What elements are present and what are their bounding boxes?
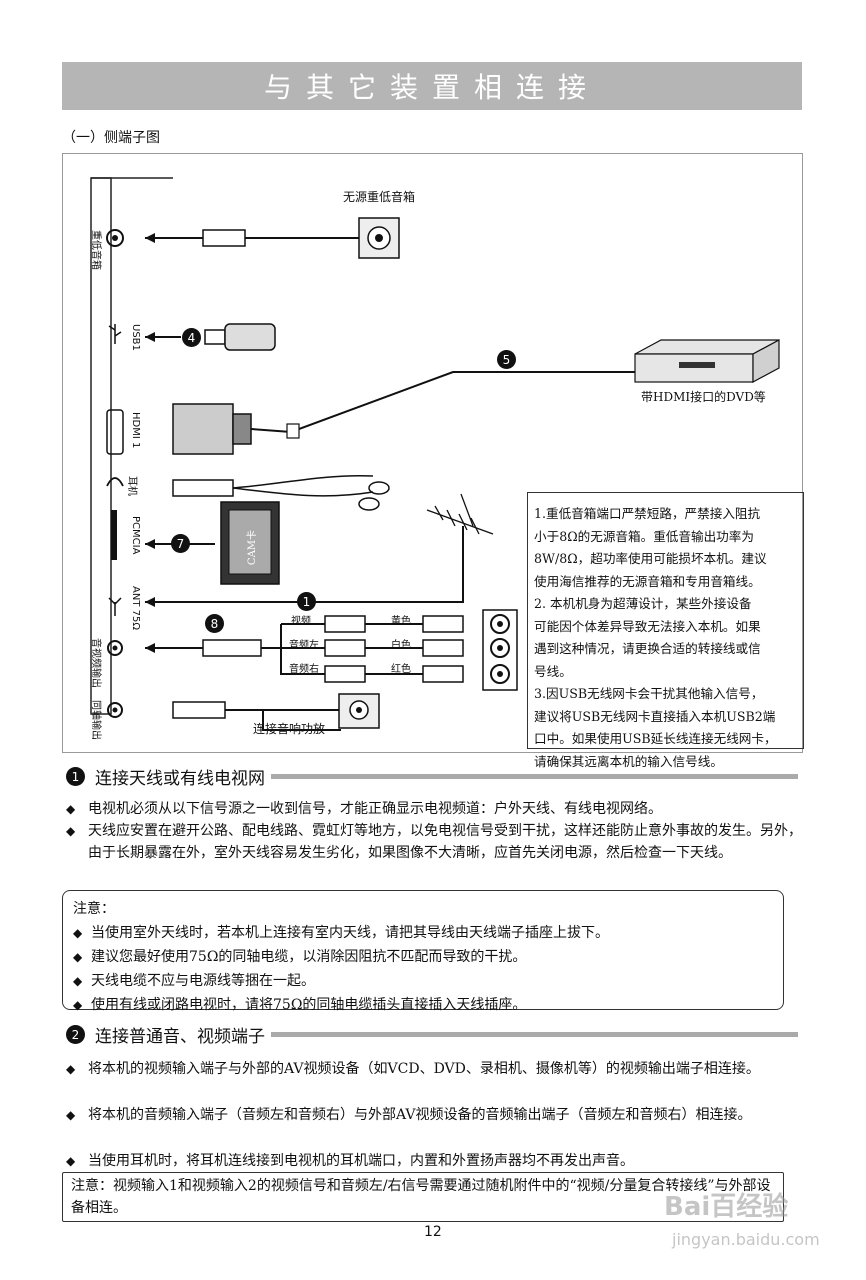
diamond-bullet-icon: ◆ [73, 950, 83, 964]
diamond-bullet-icon: ◆ [73, 926, 83, 940]
usb-icon [108, 324, 122, 344]
diagram-note-line: 口中。如果使用USB延长线连接无线网卡， [534, 731, 777, 746]
label-cam: CAM卡 [247, 529, 259, 566]
label-white: 白色 [391, 640, 411, 651]
section-2-bullet: ◆ 当使用耳机时，将耳机连线接到电视机的耳机端口，内置和外置扬声器均不再发出声音… [66, 1150, 806, 1172]
section-1-notes: 注意： ◆ 当使用室外天线时，若本机上连接有室内天线，请把其导线由天线端子插座上… [62, 890, 784, 1013]
note-item: ◆ 使用有线或闭路电视时，请将75Ω的同轴电缆插头直接插入天线插座。 [73, 993, 773, 1017]
pcmcia-slot-icon [111, 510, 117, 560]
hdmi-plug [172, 403, 234, 455]
title-bar: 与其它装置相连接 [62, 62, 802, 110]
port-label-ear: 耳机 [126, 476, 137, 496]
section-1-number: 1 [66, 767, 85, 786]
section-1-bullet: ◆ 天线应安置在避开公路、配电线路、霓虹灯等地方，以免电视信号受到干扰，这样还能… [66, 820, 806, 864]
label-audio-right: 音频右 [289, 664, 319, 675]
marker-8: 8 [205, 614, 224, 633]
connection-diagram: 无源重低音箱 带HDMI接口的DVD等 连接音响功放 CAM卡 视频 音频左 音… [62, 153, 803, 753]
diamond-bullet-icon: ◆ [66, 802, 76, 816]
note-item: ◆ 天线电缆不应与电源线等捆在一起。 [73, 969, 773, 993]
port-label-ant: ANT 75Ω [130, 586, 141, 630]
section-1-rule [271, 774, 798, 779]
diagram-note-line: 可能因个体差异导致无法接入本机。如果 [534, 618, 761, 634]
hdmi-cable [250, 371, 643, 434]
port-label-usb: USB1 [130, 324, 141, 351]
port-label-coax: 同轴输出 [90, 700, 101, 740]
diagram-note-line: 建议将USB无线网卡直接插入本机USB2端 [534, 708, 776, 724]
diamond-bullet-icon: ◆ [73, 974, 83, 988]
amplifier-box [338, 693, 380, 729]
label-yellow: 黄色 [391, 616, 411, 627]
diagram-note-line: 8W/8Ω，超功率使用可能损坏本机。建议 [534, 551, 767, 566]
av-out-port-icon [107, 640, 123, 656]
diagram-note-line: 小于8Ω的无源音箱。重低音输出功率为 [534, 528, 754, 544]
diagram-notes: 1.重低音箱端口严禁短路，严禁接入阻抗 小于8Ω的无源音箱。重低音输出功率为 8… [527, 492, 804, 769]
diamond-bullet-icon: ◆ [73, 998, 83, 1012]
antenna-port-icon [108, 597, 122, 616]
section-1-heading: 1 连接天线或有线电视网 [66, 764, 798, 789]
label-dvd: 带HDMI接口的DVD等 [641, 390, 766, 404]
diagram-note-line: 号线。 [534, 663, 572, 679]
port-label-av-out: 音视频输出 [90, 638, 101, 688]
diagram-note-line: 使用海信推荐的无源音箱和专用音箱线。 [534, 573, 761, 589]
av-plug [202, 639, 262, 657]
diagram-note-line: 1.重低音箱端口严禁短路，严禁接入阻抗 [534, 506, 761, 521]
subwoofer-plug [202, 229, 246, 247]
section-2-heading: 2 连接普通音、视频端子 [66, 1022, 798, 1047]
diamond-bullet-icon: ◆ [66, 1108, 76, 1122]
section-2-note: 注意：视频输入1和视频输入2的视频信号和音频左/右信号需要通过随机附件中的“视频… [62, 1172, 784, 1222]
section-2-bullet: ◆ 将本机的音频输入端子（音频左和音频右）与外部AV视频设备的音频输出端子（音频… [66, 1104, 806, 1126]
note-item: ◆ 建议您最好使用75Ω的同轴电缆，以消除因阻抗不匹配而导致的干扰。 [73, 945, 773, 969]
outdoor-antenna [426, 493, 494, 535]
section-2-number: 2 [66, 1025, 85, 1044]
diagram-drawing [90, 177, 780, 731]
section-2-bullet: ◆ 将本机的视频输入端子与外部的AV视频设备（如VCD、DVD、录相机、摄像机等… [66, 1058, 806, 1080]
section-2-rule [271, 1032, 798, 1037]
section-1-bullet: ◆ 电视机必须从以下信号源之一收到信号，才能正确显示电视频道：户外天线、有线电视… [66, 798, 806, 820]
diamond-bullet-icon: ◆ [66, 1062, 76, 1076]
usb-plug [204, 329, 226, 345]
rca-cables [324, 615, 464, 683]
usb-stick [224, 323, 276, 351]
label-audio-left: 音频左 [289, 640, 319, 651]
section-1-title: 连接天线或有线电视网 [95, 769, 265, 789]
label-video: 视频 [291, 616, 311, 627]
diamond-bullet-icon: ◆ [66, 824, 76, 838]
diagram-note-line: 2. 本机机身为超薄设计，某些外接设备 [534, 596, 752, 611]
label-red: 红色 [391, 664, 411, 675]
coax-out-port-icon [107, 702, 123, 718]
marker-5: 5 [497, 350, 516, 369]
subwoofer-port-icon [106, 229, 124, 247]
diagram-note-line: 遇到这种情况，请更换合适的转接线或信 [534, 641, 761, 656]
page-title: 与其它装置相连接 [263, 71, 600, 104]
section-2-title: 连接普通音、视频端子 [95, 1027, 265, 1047]
port-label-hdmi: HDMI 1 [130, 412, 141, 449]
watermark-logo: Bai百经验 [664, 1192, 789, 1222]
marker-7: 7 [171, 534, 190, 553]
coax-plug [172, 701, 226, 719]
marker-4: 4 [182, 328, 201, 347]
diagram-note-line: 请确保其远离本机的输入信号线。 [534, 753, 723, 769]
diamond-bullet-icon: ◆ [66, 1154, 76, 1168]
headphone-plug [172, 479, 234, 497]
page-number: 12 [424, 1224, 442, 1240]
note-title: 注意： [73, 901, 115, 917]
label-amp: 连接音响功放 [253, 722, 326, 736]
diagram-subtitle: （一）侧端子图 [62, 130, 160, 146]
antenna-cable [145, 526, 464, 603]
hdmi-port-icon [106, 409, 124, 455]
note-item: ◆ 当使用室外天线时，若本机上连接有室内天线，请把其导线由天线端子插座上拔下。 [73, 921, 773, 945]
diagram-note-line: 3.因USB无线网卡会干扰其他输入信号， [534, 686, 764, 701]
marker-1: 1 [297, 592, 316, 611]
earbud-icon [368, 481, 390, 495]
watermark-url: jingyan.baidu.com [672, 1230, 820, 1249]
headphone-icon [106, 477, 124, 487]
port-label-subwoofer: 重低音箱 [90, 230, 101, 270]
label-subwoofer: 无源重低音箱 [343, 190, 416, 204]
port-label-pcmcia: PCMCIA [130, 516, 141, 555]
